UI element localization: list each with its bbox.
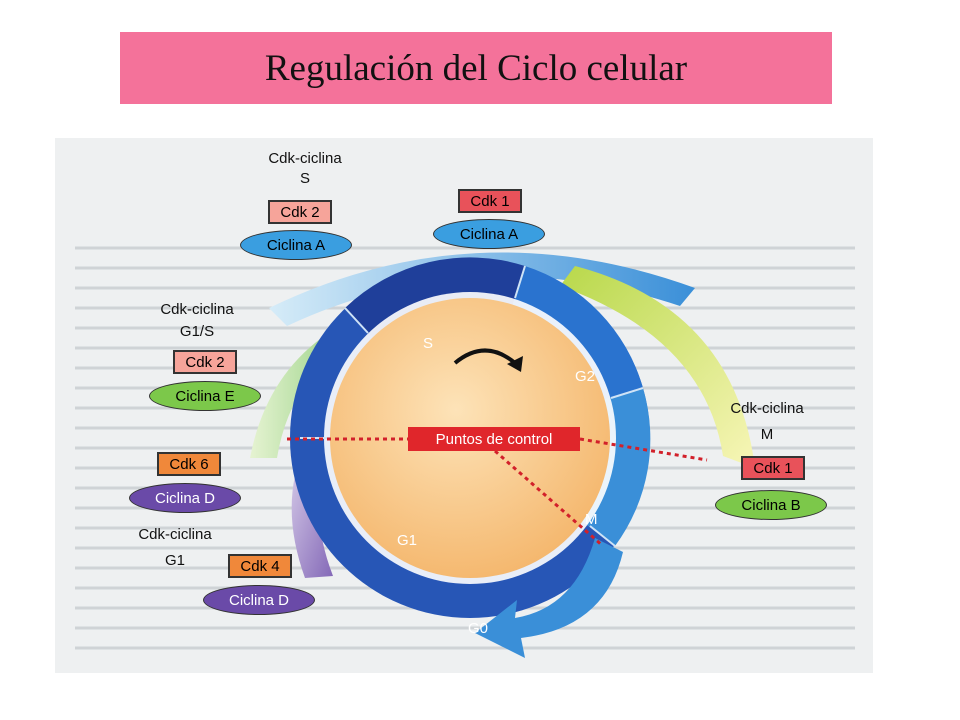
g0-arrow: [475, 538, 623, 658]
g1a-cyclin-ellipse: Ciclina D: [129, 483, 241, 513]
m-cdk-box: Cdk 1: [741, 456, 805, 480]
g1b-cyclin-ellipse: Ciclina D: [203, 585, 315, 615]
title-bar: Regulación del Ciclo celular: [120, 32, 832, 104]
rotation-arrowhead: [507, 356, 523, 372]
g1s-complex-heading: Cdk-ciclina: [160, 301, 234, 318]
phase-label-g0: G0: [468, 620, 489, 637]
m-cyclin-ellipse: Ciclina B: [715, 490, 827, 520]
m-complex-heading: Cdk-ciclina: [730, 400, 804, 417]
m-activity-arc: [560, 266, 755, 468]
s-complex-heading: Cdk-ciclina: [268, 150, 342, 167]
page-title: Regulación del Ciclo celular: [264, 47, 688, 89]
g1-activity-arc: [291, 388, 359, 578]
phase-label-s: S: [423, 335, 434, 352]
g1s-complex-phase: G1/S: [179, 323, 215, 340]
phase-label-g2: G2: [575, 368, 596, 385]
g1b-complex-heading: Cdk-ciclina: [138, 526, 212, 543]
g1s-cdk-box: Cdk 2: [173, 350, 237, 374]
rotation-arrow: [453, 348, 517, 365]
checkpoint-lines: [287, 437, 708, 548]
g1b-cdk-box: Cdk 4: [228, 554, 292, 578]
s-cyclin-ellipse: Ciclina A: [240, 230, 352, 260]
checkpoint-label: Puntos de control: [408, 427, 580, 451]
phase-label-m: M: [585, 511, 598, 528]
g2-cdk-box: Cdk 1: [458, 189, 522, 213]
s-cdk-box: Cdk 2: [268, 200, 332, 224]
cell-cycle-figure: Puntos de control S G2 M G1 G0 Cdk-cicli…: [55, 138, 873, 673]
g1b-complex-phase: G1: [164, 552, 185, 569]
s-complex-phase: S: [299, 170, 310, 187]
m-complex-phase: M: [760, 426, 774, 443]
g1a-cdk-box: Cdk 6: [157, 452, 221, 476]
phase-label-g1: G1: [397, 532, 418, 549]
g2-cyclin-ellipse: Ciclina A: [433, 219, 545, 249]
g1s-cyclin-ellipse: Ciclina E: [149, 381, 261, 411]
